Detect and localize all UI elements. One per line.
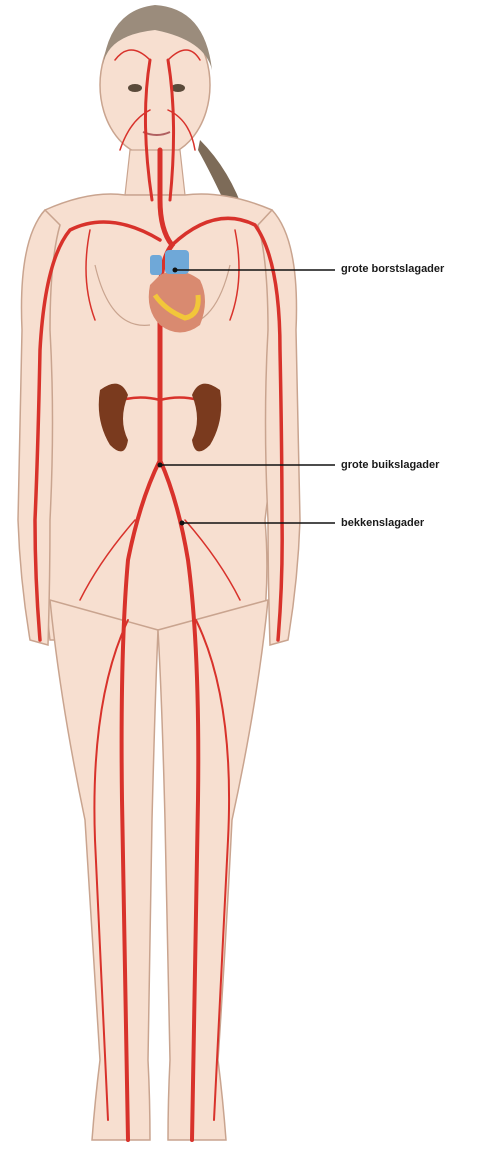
label-iliac-artery: bekkenslagader <box>341 516 424 530</box>
label-abdominal-aorta: grote buikslagader <box>341 458 439 472</box>
label-aorta: grote borstslagader <box>341 262 444 276</box>
